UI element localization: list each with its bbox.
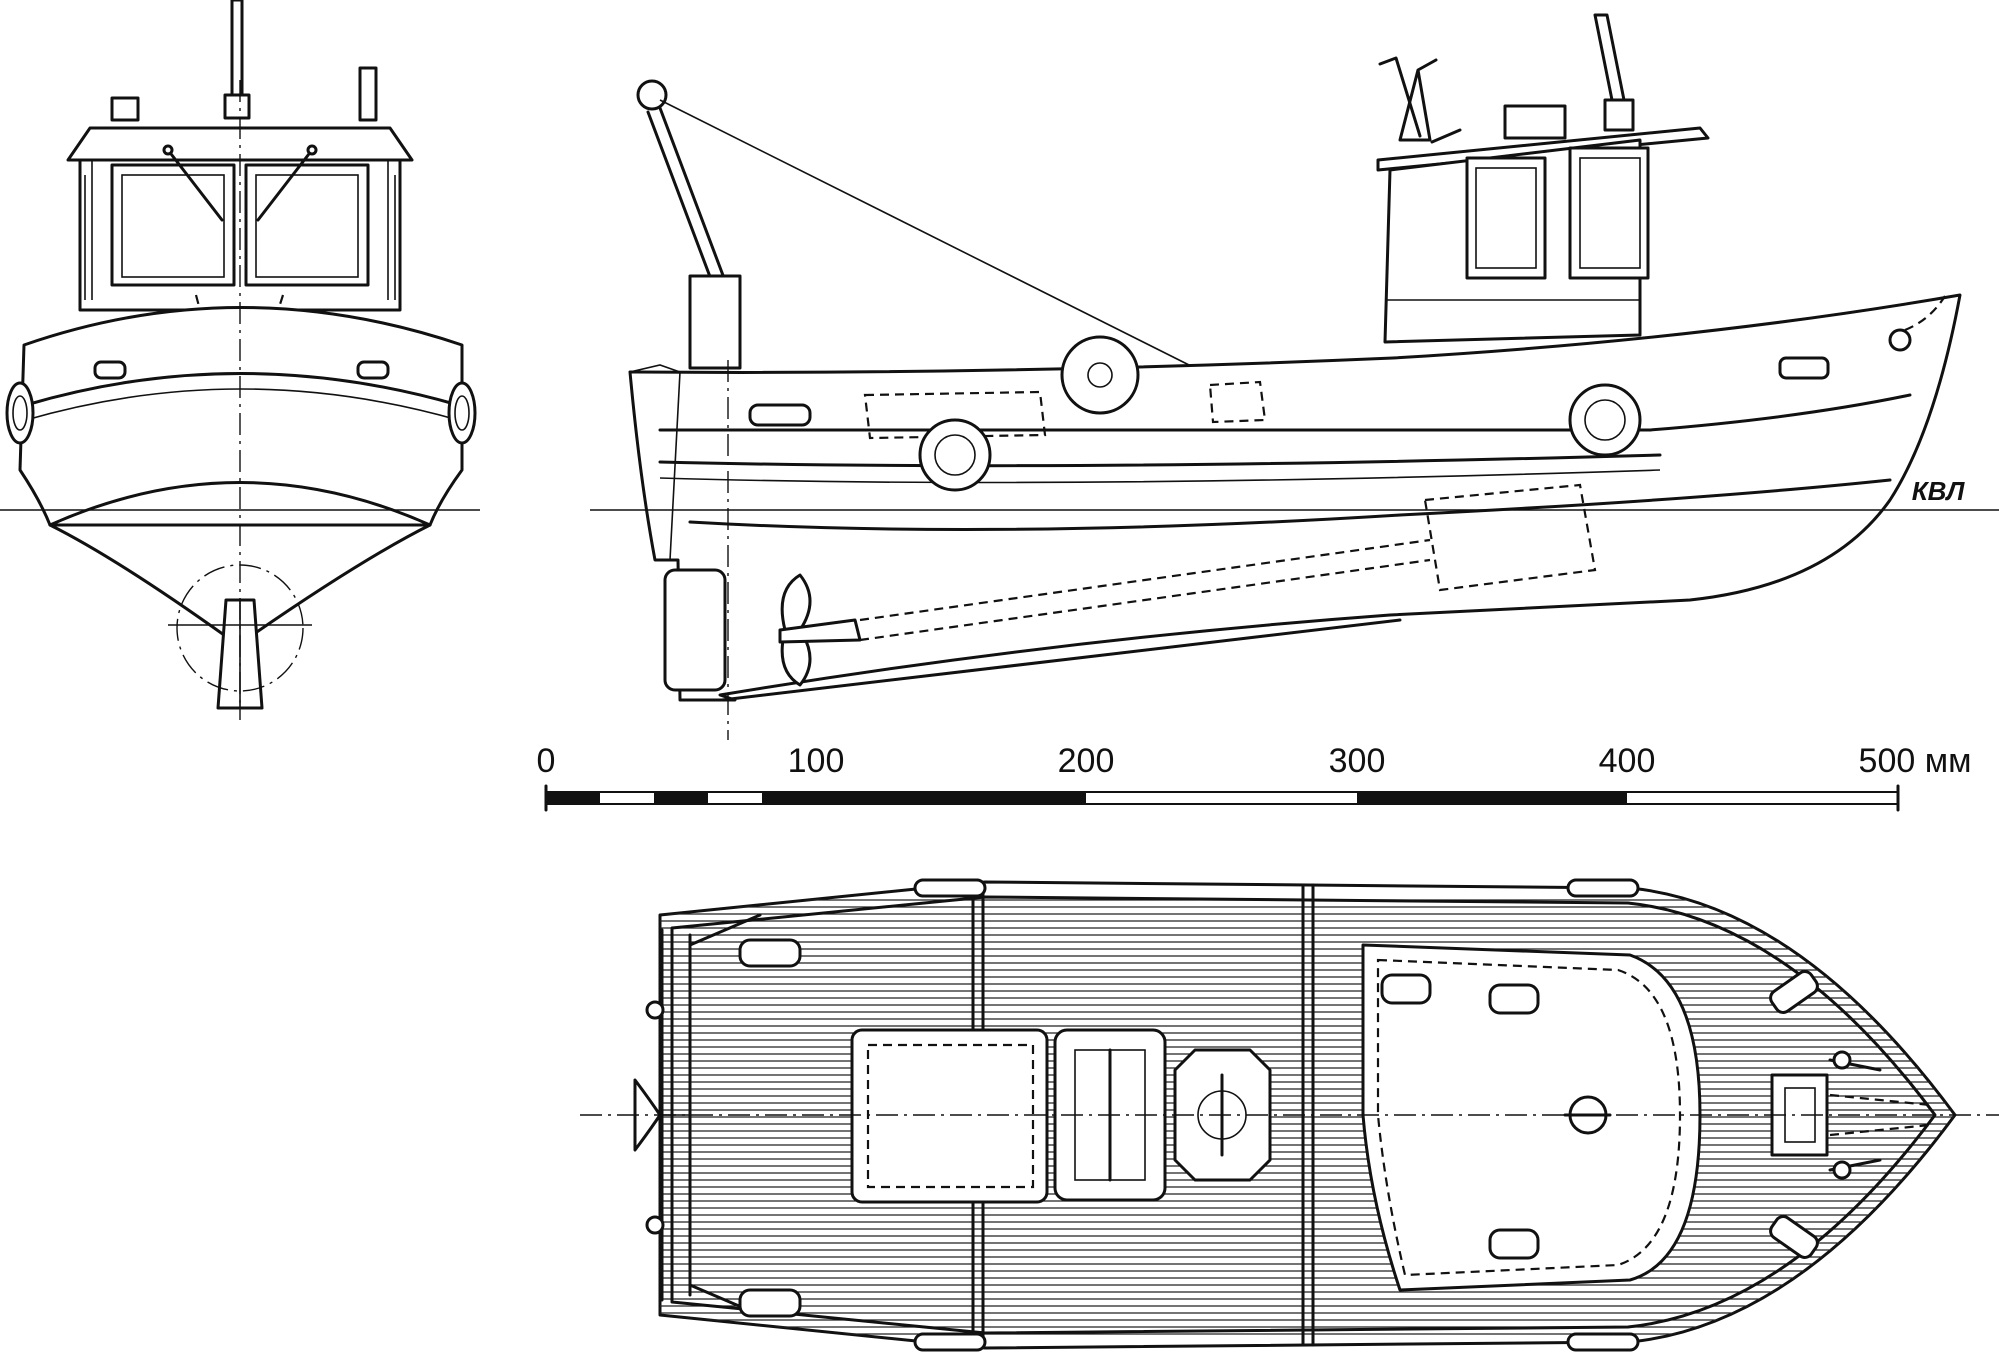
scale-tick-300: 300 <box>1329 742 1386 780</box>
scale-tick-400: 400 <box>1599 742 1656 780</box>
scale-tick-500: 500 мм <box>1859 742 1972 780</box>
front-view <box>0 0 480 720</box>
scale-tick-100: 100 <box>788 742 845 780</box>
engine <box>1423 483 1597 592</box>
side-window-1 <box>1465 156 1547 280</box>
waterline-label: КВЛ <box>1912 476 1966 506</box>
life-ring-aft <box>918 418 992 492</box>
cabin-roof <box>1376 126 1710 172</box>
cleat-aft-starboard <box>738 1288 802 1318</box>
scale-tick-0: 0 <box>537 742 556 780</box>
side-mast <box>1593 13 1626 102</box>
aft-post <box>688 274 742 370</box>
life-ring-fore <box>1568 383 1642 457</box>
front-hull <box>18 306 464 527</box>
winch <box>1060 335 1140 415</box>
front-window-right <box>244 163 370 287</box>
scale-tick-200: 200 <box>1058 742 1115 780</box>
fish-hold-hatch <box>850 1028 1049 1204</box>
top-view <box>580 878 1999 1352</box>
front-window-left <box>110 163 236 287</box>
stay-wire <box>659 99 1216 379</box>
rudder <box>663 568 727 692</box>
scale-bar: 0 100 200 300 400 500 мм <box>537 742 1972 812</box>
side-window-2 <box>1568 146 1650 280</box>
derrick-boom <box>646 110 717 292</box>
side-view: КВЛ <box>590 13 1999 740</box>
wheelhouse-top <box>1361 943 1702 1292</box>
cleat-aft-port <box>738 938 802 968</box>
